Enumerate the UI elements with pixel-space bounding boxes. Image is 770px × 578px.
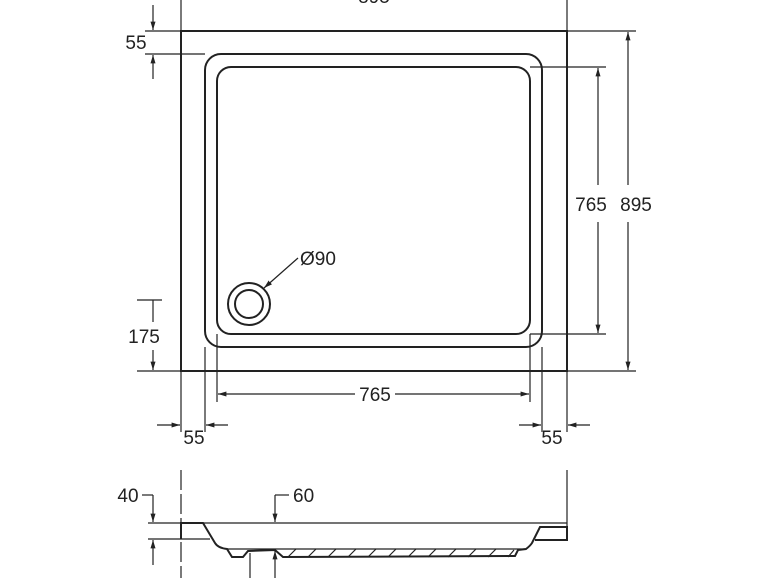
dim-rim-left-label: 55 <box>183 428 204 449</box>
tray-profile <box>180 522 568 559</box>
basin-outer-edge <box>204 53 543 348</box>
plan-view <box>180 30 568 372</box>
dim-rim-right: 55 <box>519 347 590 449</box>
basin-floor-edge <box>216 66 531 335</box>
section-view <box>148 470 568 578</box>
hatching <box>287 548 515 558</box>
drain-outer-icon <box>227 282 271 326</box>
tray-outline <box>180 30 568 372</box>
dim-inner-width-label: 765 <box>359 385 391 406</box>
dim-rim-top: 55 <box>125 5 205 79</box>
dim-overall-width-label: 895 <box>358 0 390 8</box>
dim-drain-offset: 175 <box>128 299 181 372</box>
dim-drain-offset-label: 175 <box>128 327 160 348</box>
dim-depth: 60 <box>272 486 314 578</box>
dim-overall-length-label: 895 <box>620 195 652 216</box>
dim-rim-left: 55 <box>157 347 228 449</box>
dim-overall-length: 895 <box>567 30 652 372</box>
dim-rim-height-label: 40 <box>117 486 138 507</box>
dim-rim-height: 40 <box>117 486 156 565</box>
drain-inner-icon <box>234 289 264 319</box>
dim-depth-label: 60 <box>293 486 314 507</box>
dim-drain-diameter: Ø90 <box>263 249 336 289</box>
dim-rim-right-label: 55 <box>541 428 562 449</box>
dim-inner-length: 765 <box>530 66 607 335</box>
dim-inner-length-label: 765 <box>575 195 607 216</box>
dim-inner-width: 765 <box>216 334 531 406</box>
dim-rim-top-label: 55 <box>125 33 146 54</box>
dim-drain-diameter-label: Ø90 <box>300 249 336 270</box>
dim-overall-width: 895 <box>180 0 568 31</box>
